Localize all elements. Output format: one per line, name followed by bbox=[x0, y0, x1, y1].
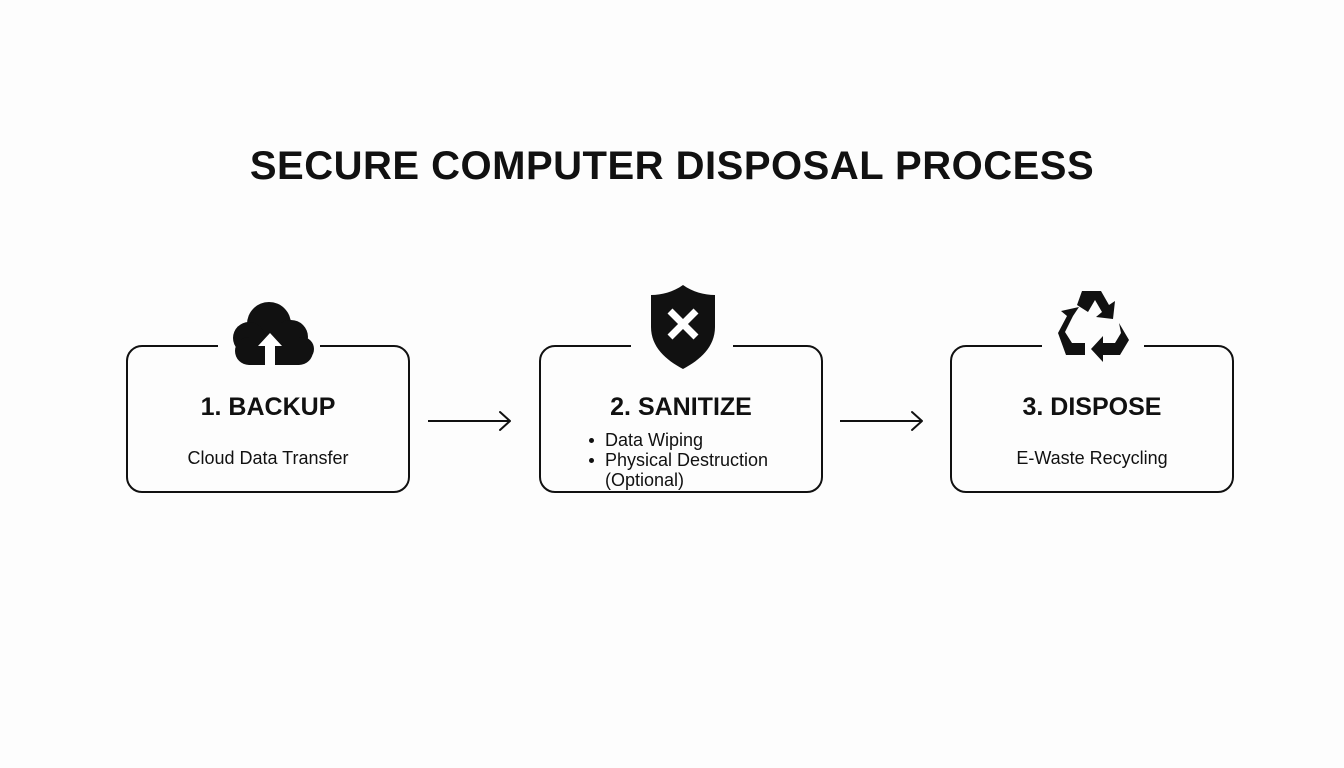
sanitize-methods-list: Data Wiping Physical Destruction (Option… bbox=[587, 430, 821, 490]
step-heading: 3. DISPOSE bbox=[1022, 393, 1162, 421]
arrow-right-icon bbox=[427, 409, 513, 433]
arrow-right-icon bbox=[839, 409, 925, 433]
diagram-title: SECURE COMPUTER DISPOSAL PROCESS bbox=[249, 144, 1095, 188]
shield-x-icon bbox=[638, 283, 728, 371]
recycle-icon bbox=[1049, 283, 1139, 371]
step-description: Cloud Data Transfer bbox=[187, 448, 349, 468]
list-item: Data Wiping bbox=[587, 430, 821, 450]
list-item: Physical Destruction (Optional) bbox=[587, 450, 821, 490]
step-dispose: 3. DISPOSE E-Waste Recycling bbox=[950, 291, 1234, 493]
step-heading: 1. BACKUP bbox=[200, 393, 336, 421]
cloud-upload-icon bbox=[225, 283, 315, 371]
step-heading: 2. SANITIZE bbox=[610, 393, 752, 421]
step-backup: 1. BACKUP Cloud Data Transfer bbox=[126, 302, 410, 493]
step-sanitize: 2. SANITIZE Data Wiping Physical Destruc… bbox=[539, 285, 823, 493]
step-description: E-Waste Recycling bbox=[1016, 448, 1168, 468]
